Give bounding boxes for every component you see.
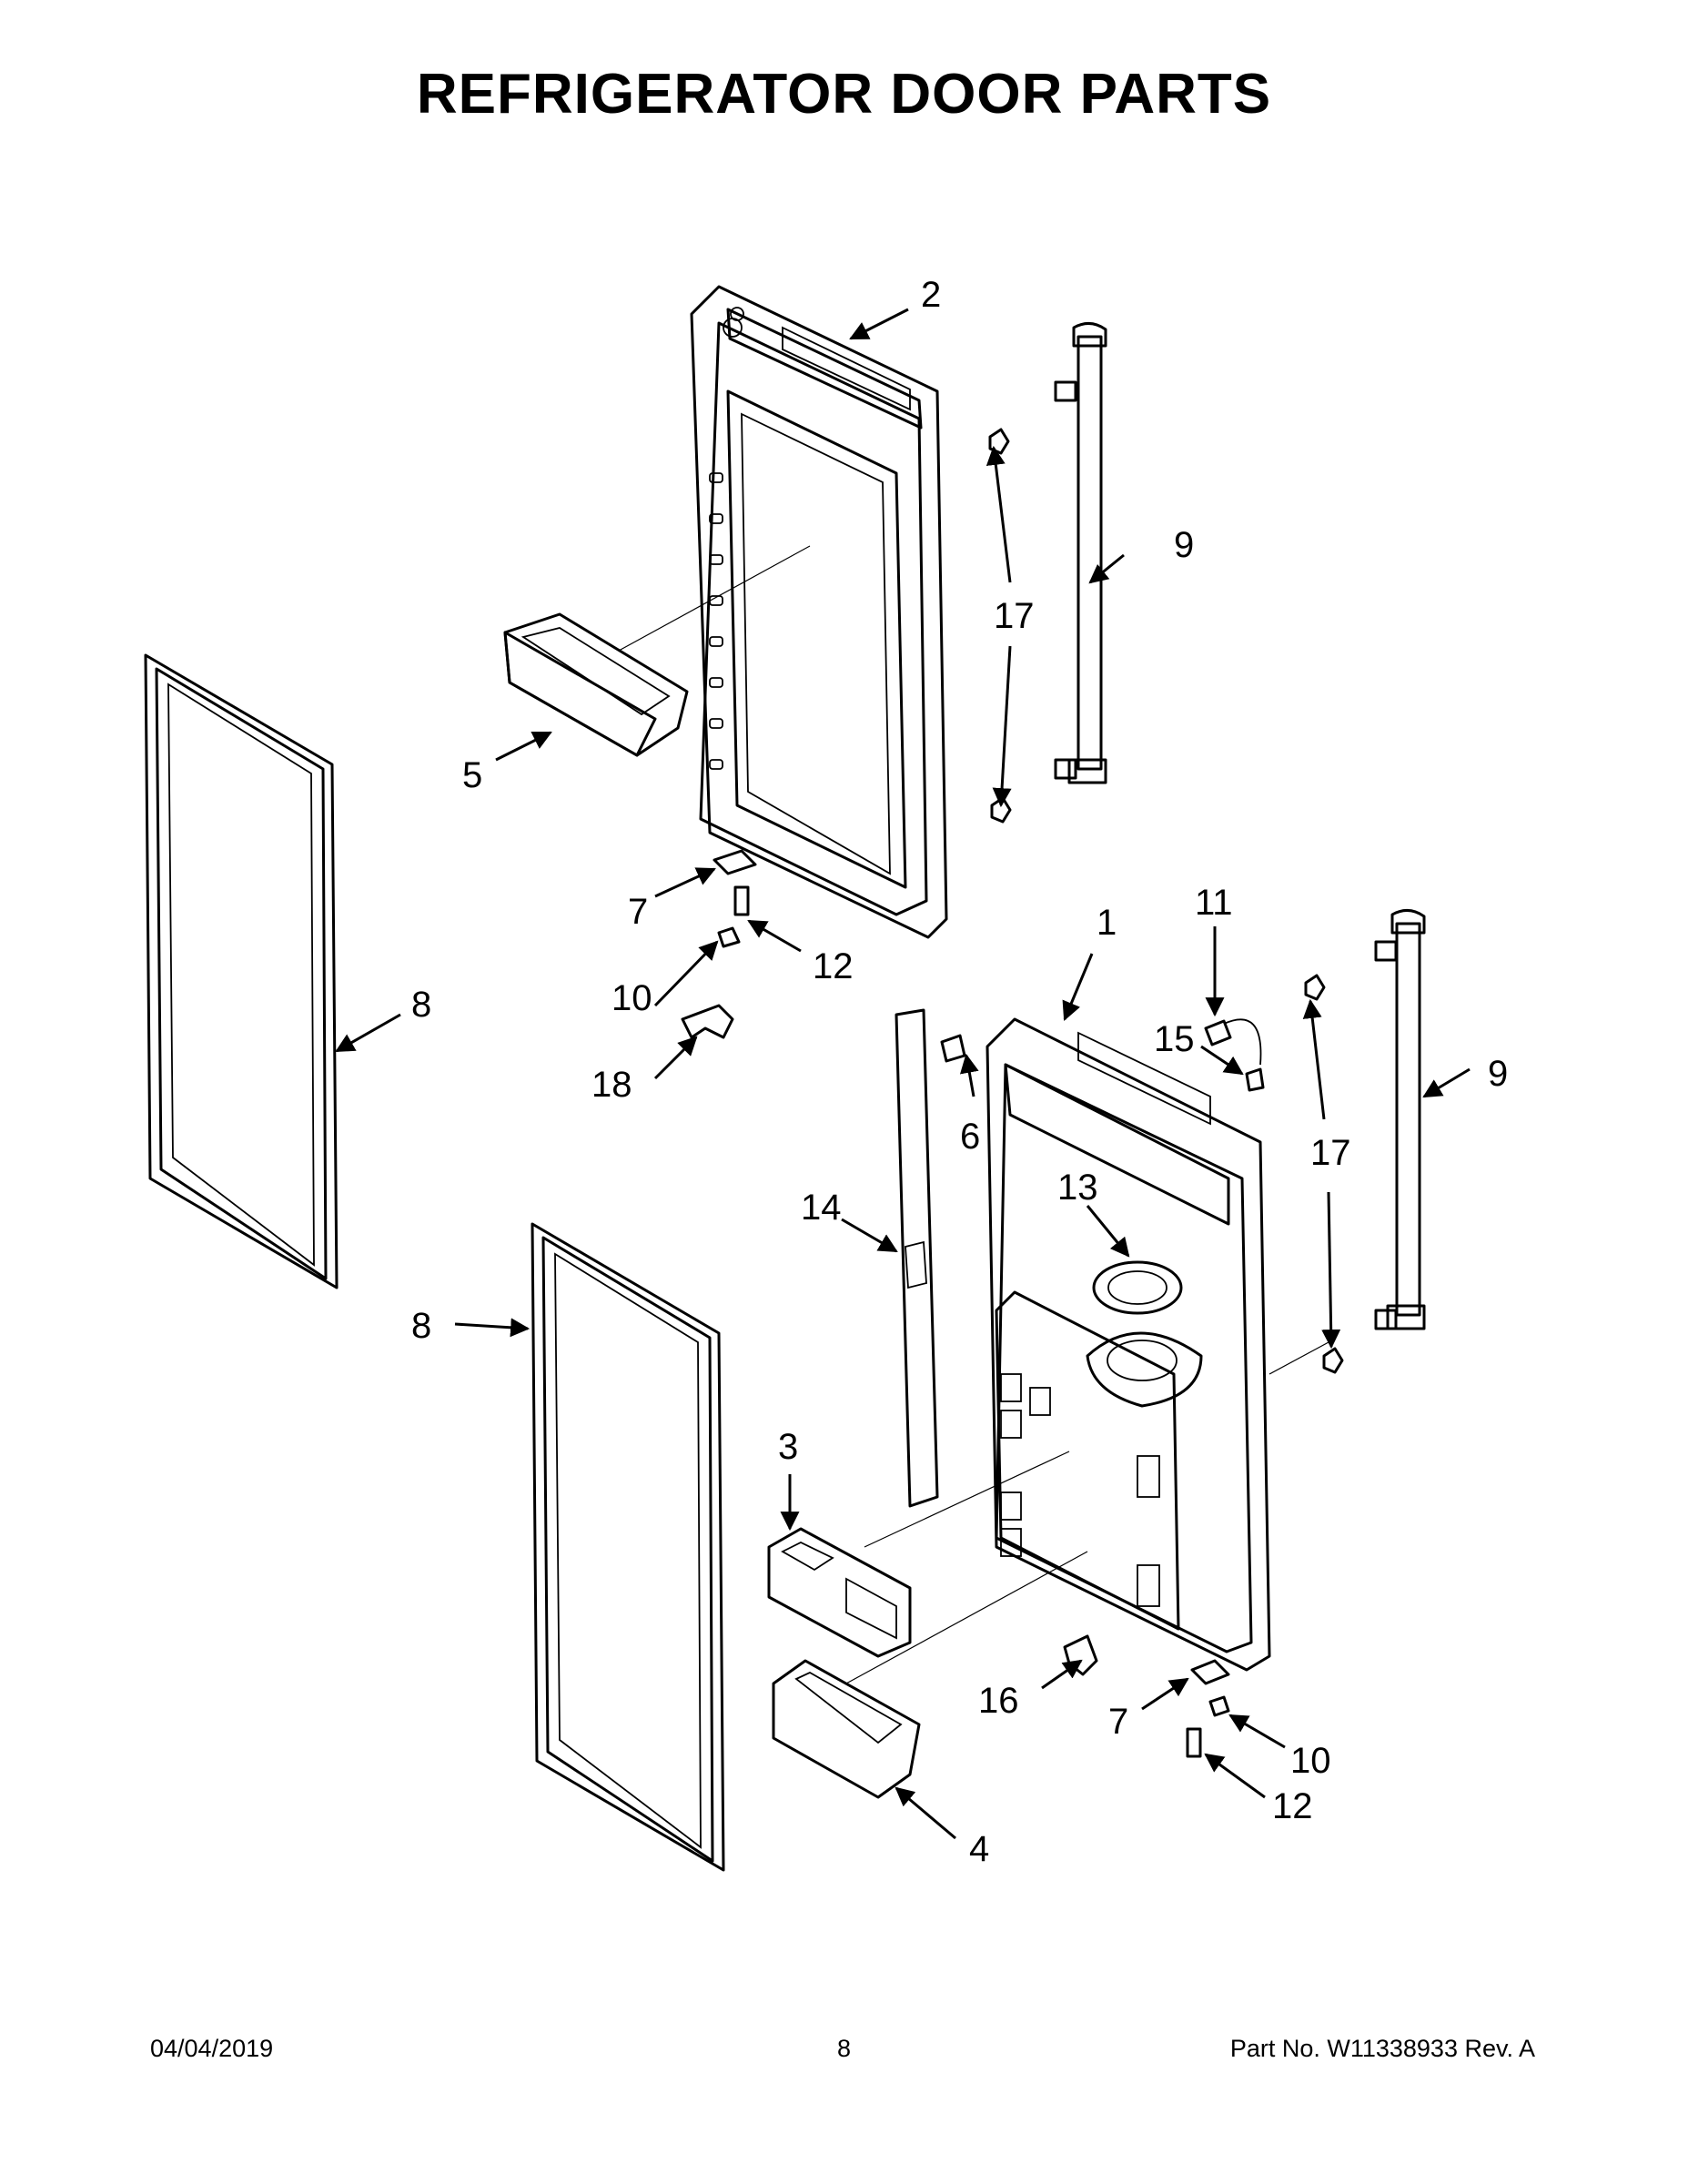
callout-13: 13 <box>1057 1168 1098 1208</box>
callout-labels: 2 9 17 5 7 12 10 8 18 1 11 15 6 9 17 13 … <box>411 275 1508 1869</box>
callout-4: 4 <box>969 1829 989 1869</box>
callout-9-lower: 9 <box>1488 1054 1508 1094</box>
footer-part-number: Part No. W11338933 Rev. A <box>1229 2035 1535 2062</box>
callout-5: 5 <box>462 755 482 795</box>
callout-16: 16 <box>978 1681 1019 1721</box>
callout-11: 11 <box>1195 883 1233 923</box>
callout-9-upper: 9 <box>1174 525 1194 565</box>
upper-door-liner-part-2 <box>690 285 948 939</box>
callout-18: 18 <box>591 1065 632 1105</box>
footer-page-number: 8 <box>836 2035 852 2062</box>
callout-10-lower: 10 <box>1290 1741 1331 1781</box>
callout-14: 14 <box>801 1188 842 1228</box>
door-gasket-lower-part-8 <box>531 1222 725 1872</box>
door-bin-part-5 <box>503 612 689 757</box>
callout-6: 6 <box>960 1117 980 1157</box>
page-title: REFRIGERATOR DOOR PARTS <box>416 63 1272 126</box>
handle-upper-part-9 <box>988 322 1107 824</box>
callout-12-upper: 12 <box>813 946 854 986</box>
callout-15: 15 <box>1154 1019 1195 1059</box>
door-bin-part-4 <box>772 1659 921 1799</box>
door-bin-part-3 <box>767 1527 912 1658</box>
callout-8-upper: 8 <box>411 985 431 1025</box>
lower-door-liner-part-1 <box>986 1017 1271 1672</box>
handle-lower-part-9 <box>1304 909 1426 1374</box>
door-gasket-upper-part-8 <box>144 653 339 1289</box>
callout-10-upper: 10 <box>612 978 652 1018</box>
footer-date: 04/04/2019 <box>150 2035 274 2062</box>
callout-17-lower: 17 <box>1310 1133 1351 1173</box>
callout-7-lower: 7 <box>1108 1702 1128 1742</box>
callout-1: 1 <box>1097 903 1117 943</box>
hinge-cover-part-14 <box>895 1008 939 1508</box>
callout-2: 2 <box>921 275 941 315</box>
callout-leaders <box>335 308 1471 1840</box>
callout-17-upper: 17 <box>994 596 1035 636</box>
callout-12-lower: 12 <box>1272 1786 1313 1826</box>
callout-3: 3 <box>778 1427 798 1467</box>
callout-8-lower: 8 <box>411 1306 431 1346</box>
callout-7-upper: 7 <box>628 892 648 932</box>
